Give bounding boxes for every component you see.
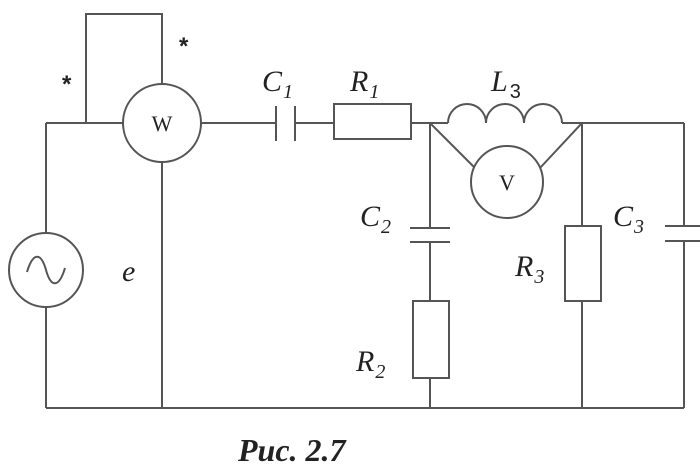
resistor-r2 [412,300,450,379]
sine-icon [26,255,66,285]
label-r1: R1 [349,65,379,103]
wire-b-v [539,122,583,169]
wattmeter-label: W [152,111,173,136]
inductor-l3 [447,103,563,124]
wire-a-v [429,122,476,169]
resistor-r1 [333,103,412,140]
label-r2: R2 [355,345,385,383]
resistor-r3 [564,225,602,302]
ac-source [8,232,84,308]
wire-w-loop [85,13,163,123]
voltmeter-label: V [499,170,515,195]
wattmeter-circle [122,83,202,163]
capacitor-c1 [275,106,296,141]
label-c1: C1 [262,65,293,103]
wattmeter: W [122,83,202,163]
polarity-star-left: * [62,71,72,98]
wires [45,13,685,409]
capacitor-c3 [665,225,700,242]
voltmeter: V [470,145,544,219]
capacitor-c2 [410,227,450,243]
polarity-star-right: * [179,33,189,60]
label-e: e [122,255,135,288]
label-c2: C2 [360,200,391,238]
voltmeter-circle [470,145,544,219]
figure-caption: Рис. 2.7 [237,432,348,468]
label-c3: C3 [613,200,644,238]
label-r3: R3 [514,250,544,288]
